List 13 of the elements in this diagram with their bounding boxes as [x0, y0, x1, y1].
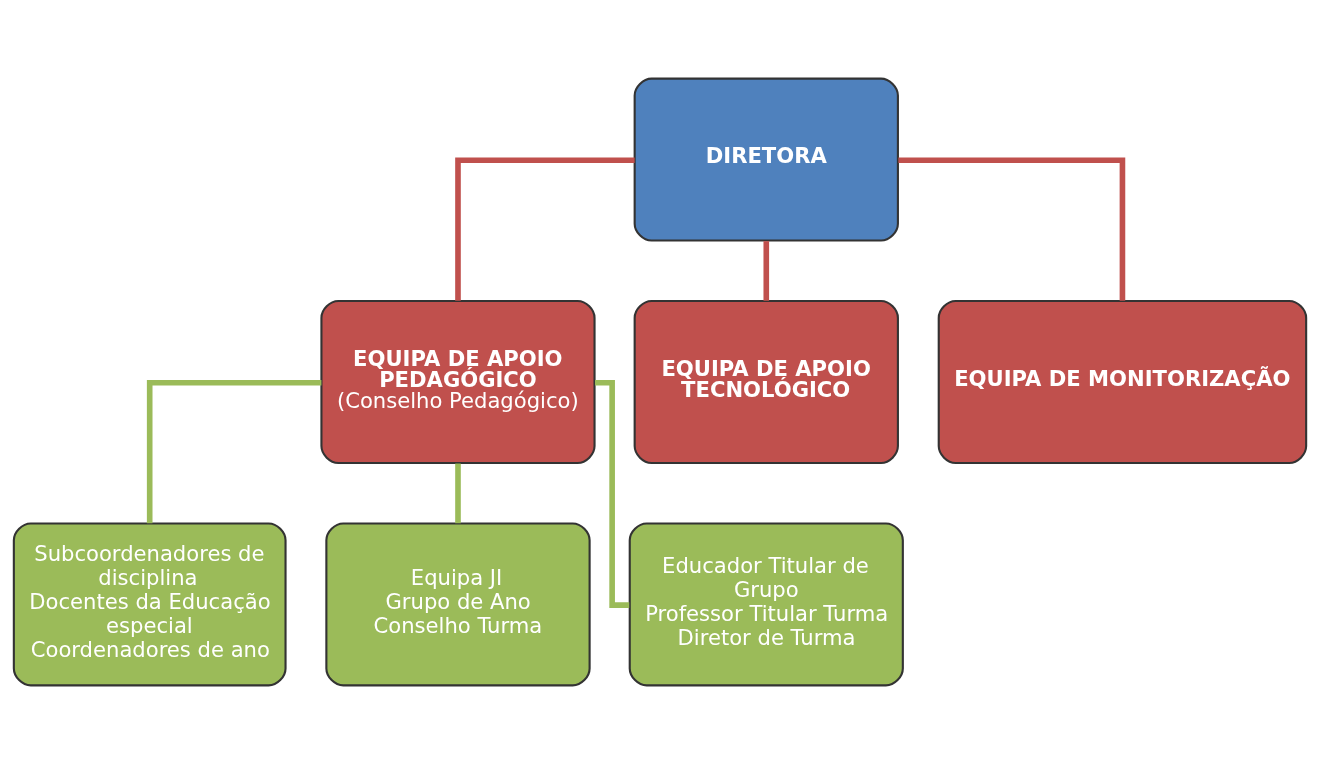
node-box: Educador Titular de Grupo Professor Titular Turma Diretor de Turma: [628, 522, 904, 687]
node-box: EQUIPA DE APOIO TECNOLÓGICO: [633, 300, 899, 464]
connector: [898, 157, 1126, 301]
connector: [763, 241, 770, 301]
node-box: EQUIPA DE MONITORIZAÇÃO: [937, 300, 1308, 464]
node-box: Equipa JI Grupo de Ano Conselho Turma: [325, 522, 591, 687]
connector: [455, 157, 635, 301]
connector: [455, 463, 461, 524]
node-box: EQUIPA DE APOIO PEDAGÓGICO (Conselho Pedagógico): [320, 300, 596, 464]
node-box: Subcoordenadores de disciplina Docentes da Educação especial Coordenadores de ano: [12, 522, 287, 687]
connector: [595, 379, 630, 608]
node-box: DIRETORA: [633, 77, 899, 242]
connector: [146, 379, 322, 524]
